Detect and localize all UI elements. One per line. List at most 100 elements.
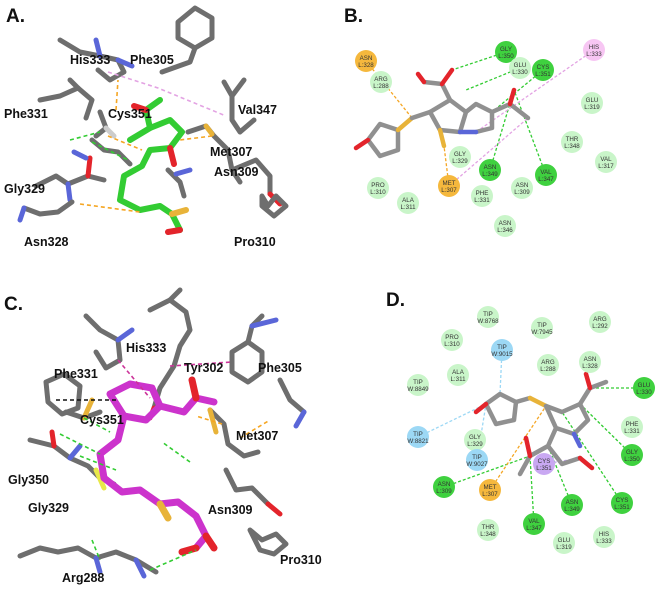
- interactions-c: [56, 359, 271, 571]
- residue-id: L:317: [598, 163, 614, 170]
- label-his333: His333: [70, 53, 110, 67]
- panel-label-d: D.: [386, 290, 405, 311]
- label-phe331: Phe331: [54, 367, 98, 381]
- residue-node-circle: [438, 175, 460, 197]
- residue-id: L:307: [441, 187, 457, 194]
- residue-name: GLY: [469, 434, 481, 441]
- residue-id: L:329: [467, 441, 483, 448]
- residue-name: TIP: [537, 322, 547, 329]
- residue-id: L:333: [586, 51, 602, 58]
- ligand-green-a: [117, 97, 189, 235]
- residue-name: ASN: [484, 164, 497, 171]
- residue-id: W:8768: [477, 318, 499, 325]
- residue-labels-c: His333 Tyr302 Phe305 Phe331 Cys351 Met30…: [8, 341, 322, 585]
- residue-node-circle: [535, 164, 557, 186]
- residue-name: PHE: [626, 421, 639, 428]
- residue-name: ASN: [584, 356, 597, 363]
- label-cys351: Cys351: [80, 413, 124, 427]
- residue-id: L:350: [624, 456, 640, 463]
- residue-node-circle: [531, 317, 553, 339]
- residue-name: PRO: [445, 334, 459, 341]
- residue-name: GLU: [586, 97, 599, 104]
- label-his333: His333: [126, 341, 166, 355]
- panel-label-a: A.: [6, 6, 25, 27]
- residue-id: L:288: [540, 366, 556, 373]
- residue-name: PRO: [371, 182, 385, 189]
- label-met307: Met307: [210, 145, 252, 159]
- residue-name: GLU: [514, 62, 527, 69]
- residue-name: HIS: [589, 44, 599, 51]
- residue-node-circle: [464, 429, 486, 451]
- residue-id: L:311: [400, 204, 416, 211]
- label-phe331: Phe331: [4, 107, 48, 121]
- panel-label-b: B.: [344, 6, 363, 27]
- label-asn309: Asn309: [208, 503, 253, 517]
- residue-name: TIP: [497, 344, 507, 351]
- residue-id: L:310: [444, 341, 460, 348]
- residue-name: GLU: [638, 382, 651, 389]
- label-gly350: Gly350: [8, 473, 49, 487]
- residue-id: L:347: [526, 525, 542, 532]
- residue-name: ASN: [360, 55, 373, 62]
- residue-id: L:351: [536, 465, 552, 472]
- residue-node-circle: [579, 351, 601, 373]
- interaction-line: [561, 411, 623, 504]
- residue-node-circle: [355, 50, 377, 72]
- residue-name: GLY: [500, 46, 512, 53]
- residue-node-circle: [611, 492, 633, 514]
- residue-node-circle: [533, 453, 555, 475]
- label-cys351: Cys351: [108, 107, 152, 121]
- panel-c: C.: [4, 287, 322, 585]
- residue-node-circle: [561, 494, 583, 516]
- interaction-line: [476, 403, 487, 461]
- residue-node-circle: [561, 131, 583, 153]
- ligand-structure-d: [473, 371, 609, 477]
- residue-name: MET: [442, 180, 455, 187]
- label-gly329: Gly329: [4, 182, 45, 196]
- label-phe305: Phe305: [258, 361, 302, 375]
- residue-node-circle: [595, 151, 617, 173]
- residue-node-circle: [537, 354, 559, 376]
- residue-name: VAL: [540, 169, 552, 176]
- residue-node-circle: [407, 374, 429, 396]
- label-pro310: Pro310: [280, 553, 322, 567]
- residue-id: W:8821: [407, 438, 429, 445]
- residue-id: L:331: [474, 197, 490, 204]
- residue-id: L:350: [498, 53, 514, 60]
- residue-id: L:288: [373, 83, 389, 90]
- interaction-line: [491, 69, 544, 113]
- residue-id: W:8849: [407, 386, 429, 393]
- residue-id: L:347: [538, 176, 554, 183]
- residue-node-circle: [621, 416, 643, 438]
- residue-name: ASN: [438, 481, 451, 488]
- residue-node-circle: [553, 532, 575, 554]
- residue-name: GLY: [626, 449, 638, 456]
- panel-label-c: C.: [4, 294, 23, 315]
- residue-name: CYS: [537, 64, 550, 71]
- residue-id: L:349: [482, 171, 498, 178]
- label-gly329: Gly329: [28, 501, 69, 515]
- residue-id: L:351: [535, 71, 551, 78]
- residue-name: TIP: [413, 379, 423, 386]
- residue-node-circle: [523, 513, 545, 535]
- residue-node-circle: [370, 71, 392, 93]
